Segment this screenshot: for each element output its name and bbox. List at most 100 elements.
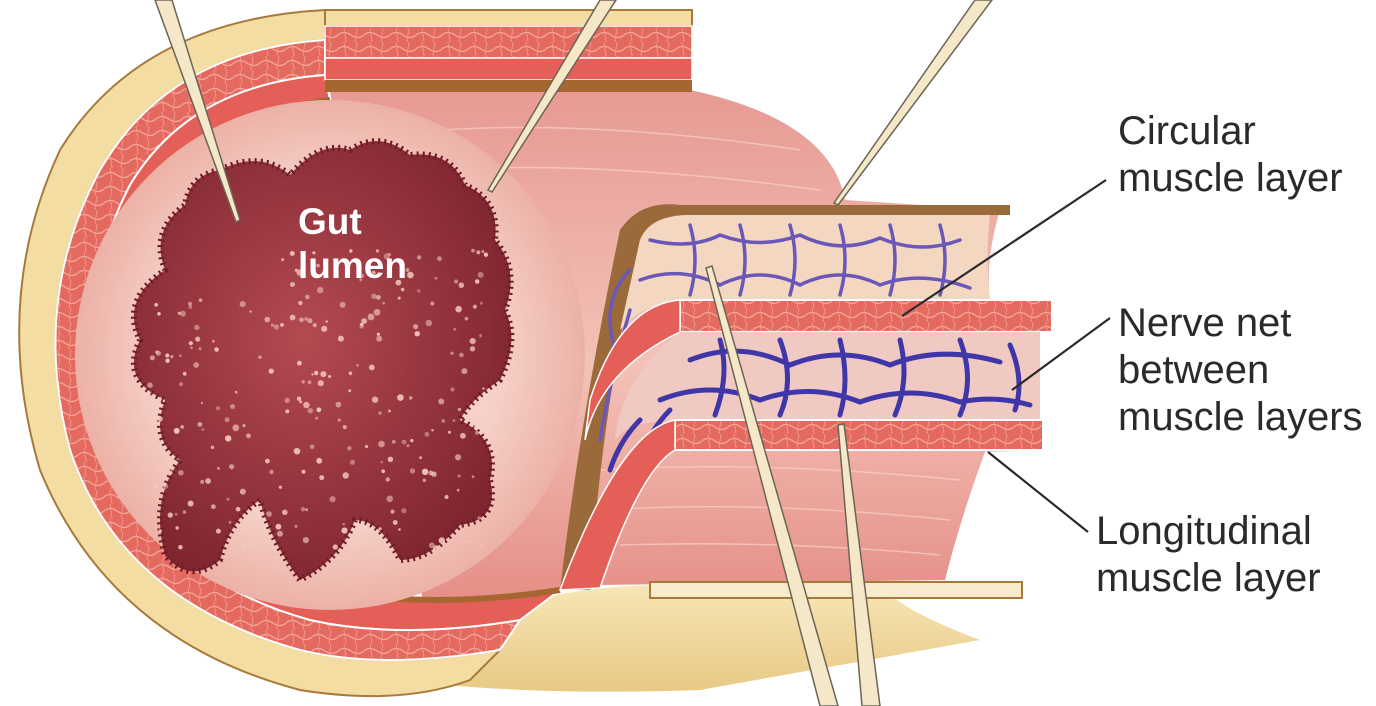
mucosal-speckle: [430, 302, 434, 306]
mucosal-speckle: [441, 419, 445, 423]
mucosal-speckle: [299, 401, 302, 404]
mucosal-speckle: [301, 380, 305, 384]
mucosal-speckle: [240, 489, 246, 495]
mucosal-speckle: [410, 468, 415, 473]
mucosal-speckle: [459, 282, 465, 288]
mucosal-speckle: [200, 480, 204, 484]
mucosal-speckle: [388, 457, 393, 462]
mucosal-speckle: [212, 340, 215, 343]
mucosal-speckle: [310, 445, 315, 450]
mucosal-speckle: [434, 277, 437, 280]
mucosal-speckle: [381, 461, 383, 463]
mucosal-speckle: [455, 306, 462, 313]
nerve-net-label-line2: between: [1118, 347, 1363, 394]
mucosal-speckle: [401, 508, 406, 513]
mucosal-speckle: [326, 320, 328, 322]
mucosal-speckle: [277, 531, 283, 537]
circular-muscle-label-line2: muscle layer: [1118, 155, 1343, 202]
mucosal-speckle: [180, 425, 184, 429]
mucosal-speckle: [398, 528, 401, 531]
mucosal-speckle: [304, 317, 307, 320]
mucosal-speckle: [321, 326, 327, 332]
mucosal-speckle: [341, 527, 347, 533]
mucosal-speckle: [294, 448, 301, 455]
circular-muscle-label-line1: Circular: [1118, 108, 1343, 155]
mucosal-speckle: [392, 440, 396, 444]
mucosal-speckle: [451, 388, 455, 392]
mucosal-speckle: [290, 315, 296, 321]
mucosal-speckle: [294, 525, 297, 528]
mucosal-speckle: [311, 373, 313, 375]
gut-lumen-label-line1: Gut: [298, 200, 407, 244]
mucosal-speckle: [415, 331, 420, 336]
mucosal-speckle: [168, 470, 172, 474]
mucosal-speckle: [410, 439, 413, 442]
mucosal-speckle: [301, 507, 305, 511]
mucosal-speckle: [205, 478, 211, 484]
mucosal-speckle: [161, 483, 168, 490]
mucosal-speckle: [225, 417, 230, 422]
mucosal-speckle: [290, 282, 295, 287]
mucosal-speckle: [455, 454, 461, 460]
mucosal-speckle: [195, 337, 200, 342]
mucosal-speckle: [471, 421, 477, 427]
mucosal-speckle: [407, 272, 414, 279]
mucosal-speckle: [431, 472, 436, 477]
mucosal-speckle: [482, 250, 485, 253]
mucosal-speckle: [281, 258, 284, 261]
mucosal-speckle: [147, 382, 153, 388]
mucosal-speckle: [216, 406, 220, 410]
mucosal-speckle: [214, 347, 219, 352]
longitudinal-muscle-label: Longitudinal muscle layer: [1096, 508, 1321, 602]
mucosal-speckle: [165, 359, 169, 363]
mucosal-speckle: [484, 253, 488, 257]
mucosal-speckle: [429, 542, 435, 548]
mucosal-speckle: [178, 470, 184, 476]
mucosal-speckle: [188, 305, 192, 309]
gut-lumen-label-line2: lumen: [298, 244, 407, 288]
mucosal-speckle: [266, 511, 272, 517]
mucosal-speckle: [476, 250, 480, 254]
longitudinal-muscle-label-line1: Longitudinal: [1096, 508, 1321, 555]
mucosal-speckle: [458, 408, 461, 411]
mucosal-speckle: [180, 311, 186, 317]
mucosal-speckle: [168, 512, 173, 517]
mucosal-speckle: [308, 318, 313, 323]
mucosal-speckle: [437, 256, 442, 261]
mucosal-speckle: [343, 425, 347, 429]
mucosal-speckle: [407, 444, 410, 447]
mucosal-speckle: [343, 523, 345, 525]
mucosal-speckle: [201, 428, 204, 431]
mucosal-speckle: [475, 403, 478, 406]
mucosal-speckle: [159, 529, 162, 532]
mucosal-speckle: [258, 356, 261, 359]
mucosal-speckle: [318, 380, 324, 386]
mucosal-speckle: [282, 510, 288, 516]
mucosal-speckle: [175, 513, 178, 516]
mucosal-speckle: [402, 440, 407, 445]
mucosal-speckle: [376, 336, 382, 342]
mucosal-speckle: [468, 540, 471, 543]
nerve-net-label: Nerve net between muscle layers: [1118, 300, 1363, 442]
mucosal-speckle: [297, 361, 302, 366]
mucosal-speckle: [368, 314, 375, 321]
mucosal-speckle: [413, 324, 418, 329]
mucosal-speckle: [154, 484, 158, 488]
mucosal-speckle: [480, 302, 483, 305]
mucosal-speckle: [349, 371, 353, 375]
mucosal-speckle: [425, 432, 430, 437]
mucosal-speckle: [423, 479, 426, 482]
mucosal-speckle: [271, 324, 274, 327]
mucosal-speckle: [246, 433, 251, 438]
mucosal-speckle: [330, 496, 336, 502]
mucosal-speckle: [189, 341, 193, 345]
mucosal-speckle: [388, 410, 391, 413]
mucosal-speckle: [235, 391, 238, 394]
mucosal-speckle: [150, 355, 155, 360]
mucosal-speckle: [305, 508, 308, 511]
mucosal-speckle: [379, 527, 382, 530]
mucosal-speckle: [170, 355, 173, 358]
mucosal-speckle: [398, 297, 401, 300]
mucosal-speckle: [387, 496, 394, 503]
